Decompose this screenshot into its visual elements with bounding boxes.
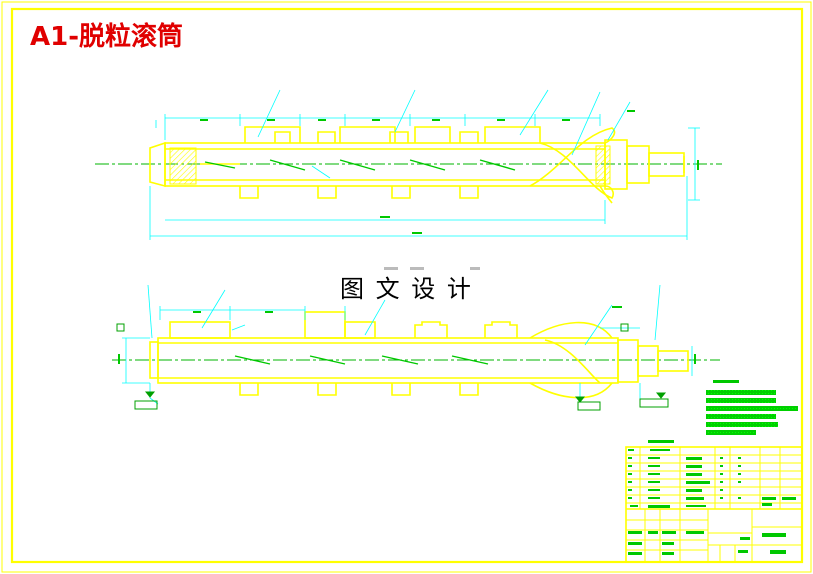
top-view bbox=[95, 89, 722, 240]
title-block-entries bbox=[628, 440, 796, 555]
right-flange-section bbox=[595, 145, 611, 185]
bottom-view-leaders bbox=[147, 284, 661, 405]
drum-fins-bottom bbox=[234, 355, 489, 365]
watermark-fragment bbox=[470, 267, 480, 270]
top-view-dim-marks bbox=[200, 110, 699, 234]
bottom-view-dimensions bbox=[122, 306, 693, 384]
bottom-view bbox=[112, 284, 720, 411]
watermark-fragment bbox=[410, 267, 424, 270]
watermark-fragment bbox=[384, 267, 398, 270]
drum-fins-top bbox=[204, 159, 516, 171]
title-block bbox=[625, 446, 803, 563]
bottom-view-dim-marks bbox=[118, 306, 696, 364]
inner-frame bbox=[10, 7, 804, 564]
drum-body-bottom bbox=[149, 311, 689, 399]
left-flange-section bbox=[169, 147, 197, 185]
drum-body-top bbox=[149, 126, 685, 204]
tech-requirements-block bbox=[706, 380, 798, 435]
datum-markers bbox=[116, 323, 669, 411]
top-view-dimensions bbox=[149, 114, 700, 240]
drawing-title: A1-脱粒滚筒 bbox=[30, 21, 183, 52]
watermark-text: 图 文 设 计 bbox=[340, 275, 473, 303]
top-view-leaders bbox=[257, 89, 631, 179]
